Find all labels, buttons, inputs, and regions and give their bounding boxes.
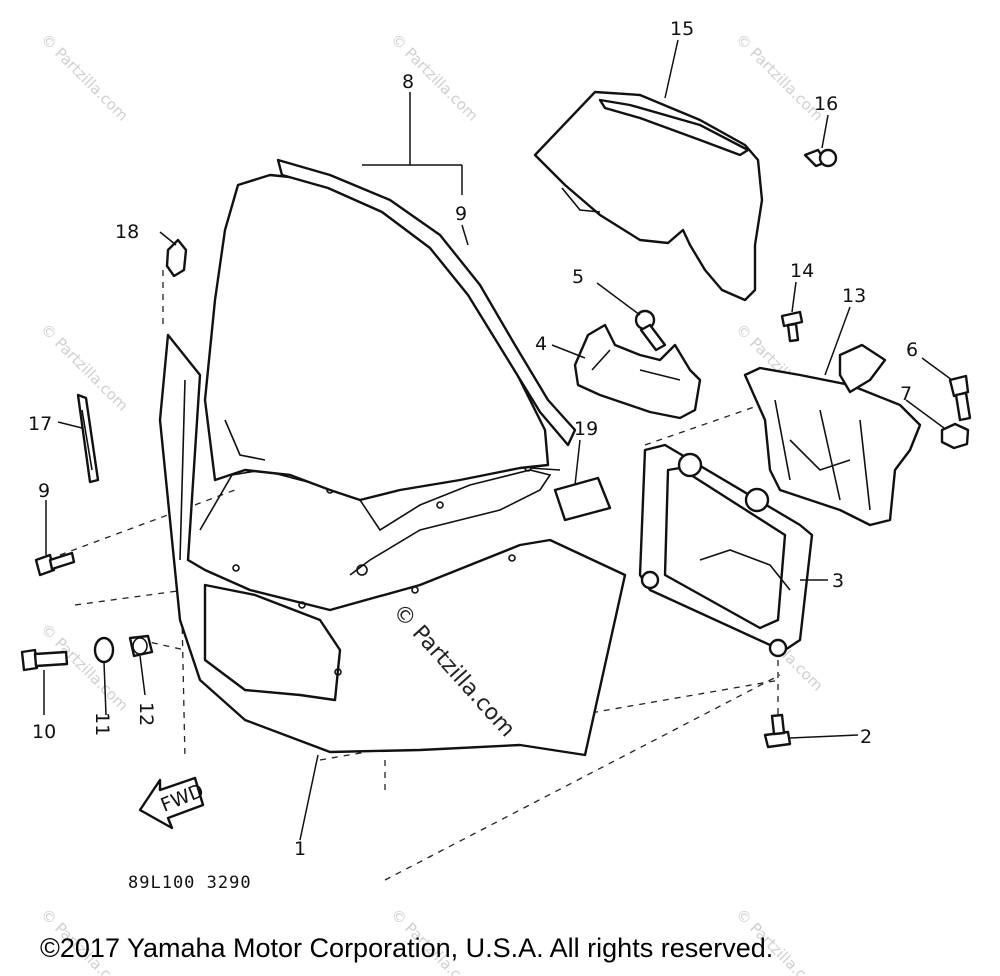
bolt-part-2[interactable]	[763, 713, 792, 749]
bolt-part-6[interactable]	[948, 374, 972, 422]
leader-lines	[43, 39, 953, 739]
fairing-part-1[interactable]	[158, 333, 627, 841]
mount-bracket-part-13[interactable]	[743, 343, 922, 527]
seal-part-17[interactable]	[76, 393, 100, 484]
screw-part-10[interactable]	[20, 648, 69, 672]
trim-strip-part-9[interactable]	[276, 158, 577, 447]
callout-10: 10	[32, 721, 56, 743]
bolt-part-14[interactable]	[780, 310, 804, 343]
callout-15: 15	[670, 18, 694, 40]
callout-7: 7	[900, 383, 912, 405]
callout-11: 11	[91, 712, 113, 736]
callouts: 1 2 3 4 5 6 7 8 9 9 10 11 12 13 14 15 16…	[28, 18, 918, 860]
callout-1: 1	[294, 838, 306, 860]
copyright-notice: ©2017 Yamaha Motor Corporation, U.S.A. A…	[40, 933, 773, 963]
callout-13: 13	[842, 285, 866, 307]
callout-18: 18	[115, 221, 139, 243]
callout-2: 2	[860, 726, 872, 748]
callout-3: 3	[832, 570, 844, 592]
callout-5: 5	[572, 266, 584, 288]
watermark-tile: © Partzilla.com	[732, 30, 827, 125]
callout-9-screw: 9	[38, 480, 50, 502]
bolt-part-5[interactable]	[634, 309, 667, 352]
callout-4: 4	[535, 333, 547, 355]
callout-14: 14	[790, 260, 814, 282]
emblem-part-19[interactable]	[553, 476, 612, 522]
frame-stay-part-3[interactable]	[638, 443, 814, 658]
callout-16: 16	[814, 93, 838, 115]
callout-6: 6	[906, 339, 918, 361]
screw-part-9[interactable]	[34, 551, 76, 577]
bracket-part-4[interactable]	[573, 323, 702, 420]
meter-cover-part-15[interactable]	[533, 90, 764, 302]
watermark-tile: © Partzilla.com	[37, 620, 132, 715]
callout-12: 12	[135, 702, 157, 726]
watermark-tile: © Partzilla.com	[37, 30, 132, 125]
fwd-arrow-icon: FWD	[138, 776, 207, 830]
callout-9-screen: 9	[455, 203, 467, 225]
washer-part-11[interactable]	[93, 636, 115, 664]
diagram-code: 89L100 3290	[128, 873, 252, 893]
callout-19: 19	[574, 418, 598, 440]
bolt-part-16[interactable]	[803, 148, 838, 168]
clip-part-18[interactable]	[165, 238, 188, 278]
grommet-part-12[interactable]	[128, 634, 154, 658]
callout-17: 17	[28, 413, 52, 435]
callout-8: 8	[402, 71, 414, 93]
nut-part-7[interactable]	[940, 422, 970, 450]
